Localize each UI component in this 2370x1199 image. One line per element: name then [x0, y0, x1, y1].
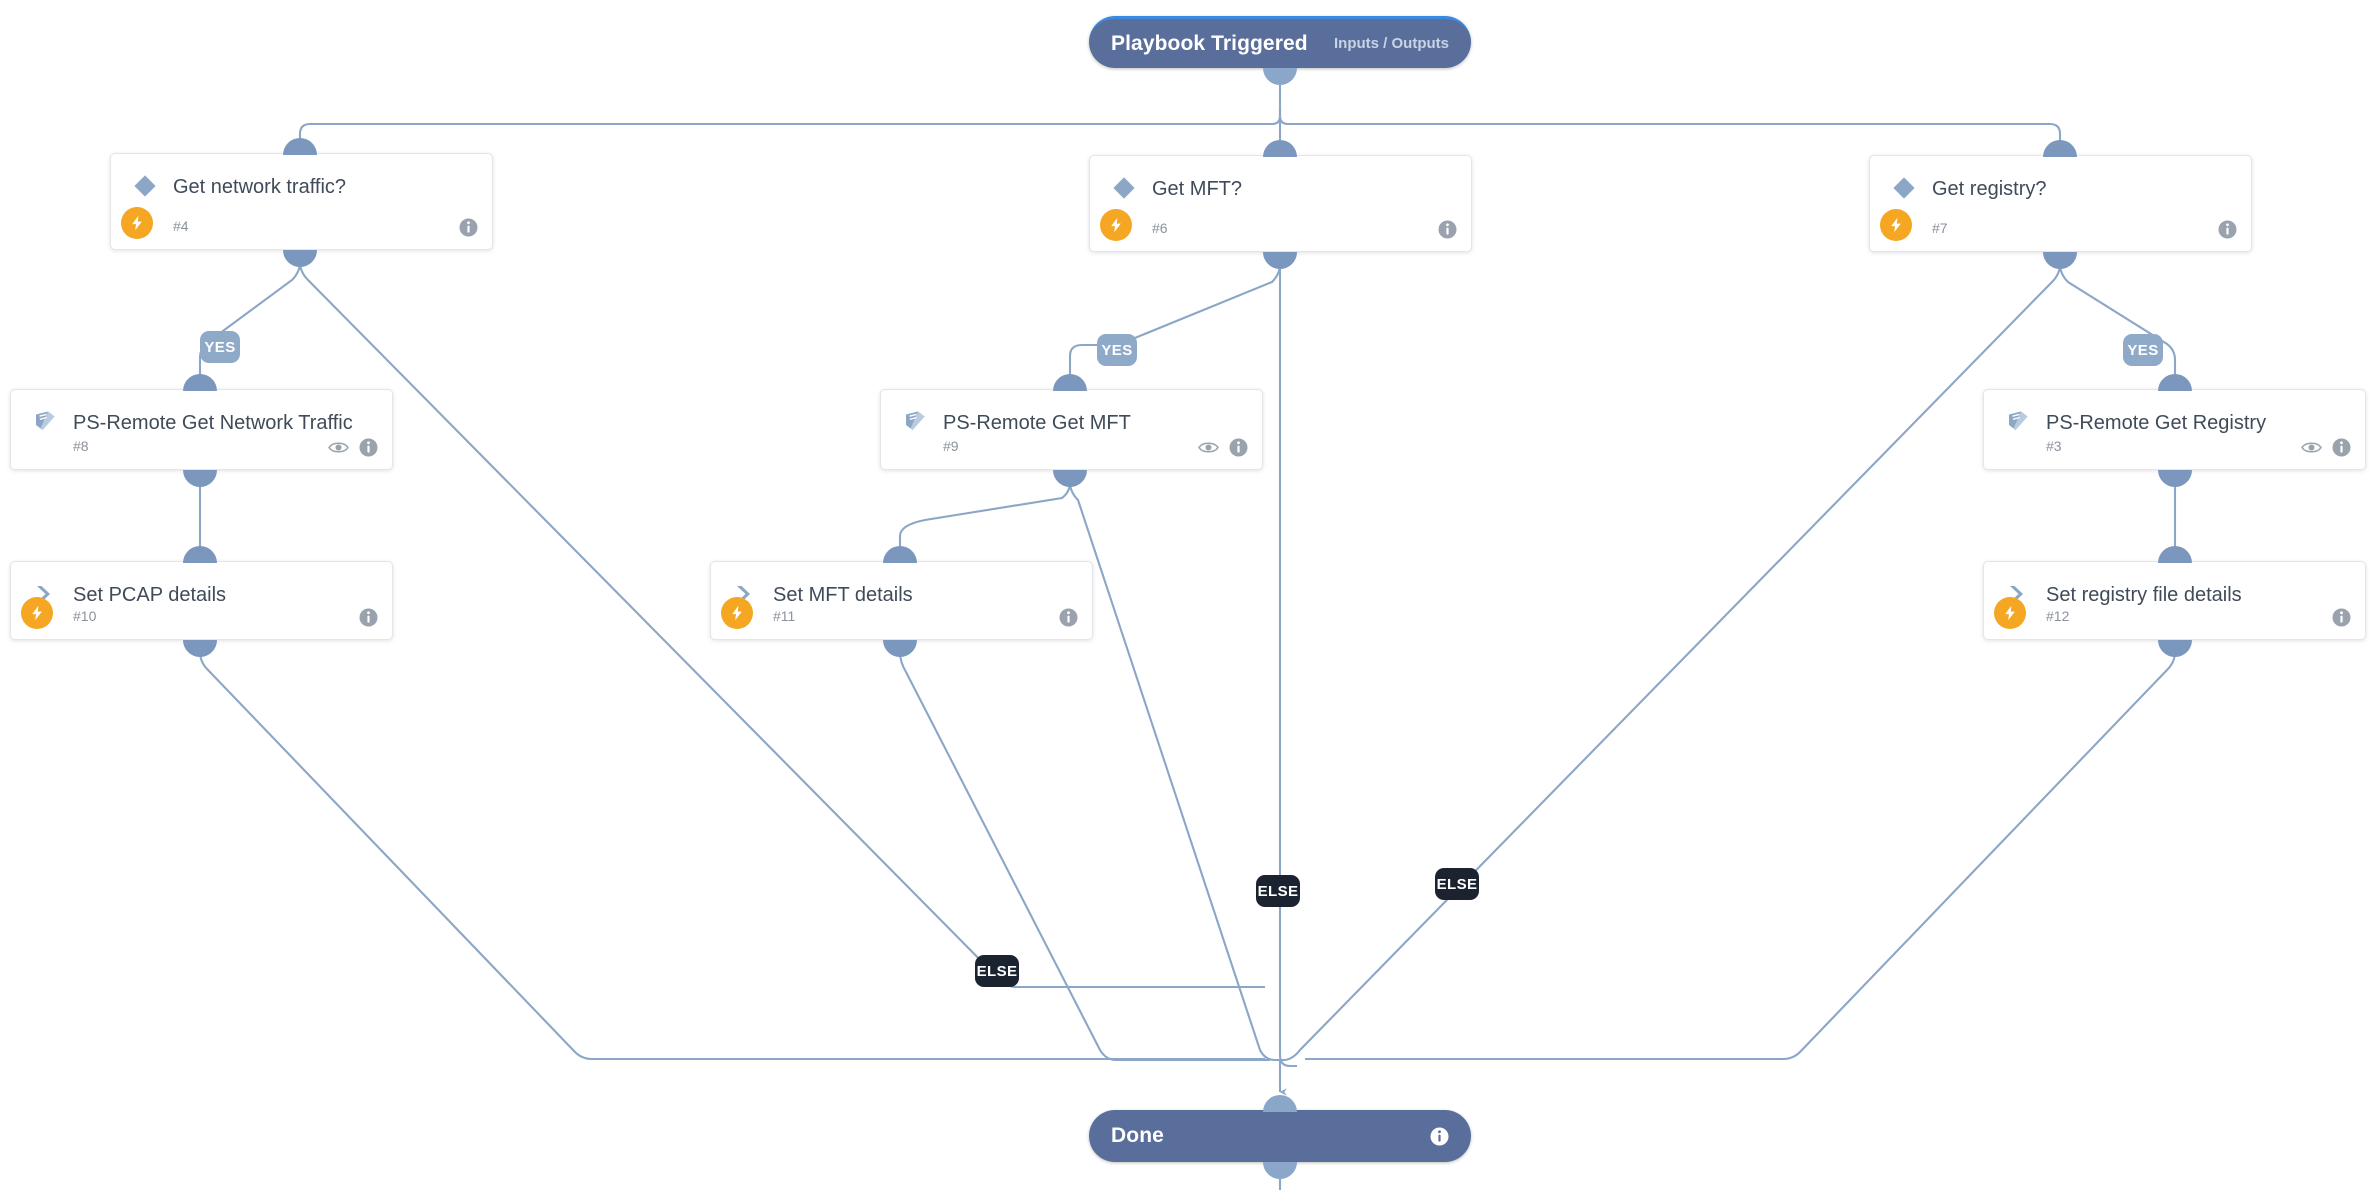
node-11-input-port[interactable] — [883, 546, 917, 563]
node-subplaybook-ps-remote-get-mft[interactable]: PS-Remote Get MFT #9 — [880, 389, 1263, 470]
node-10-input-port[interactable] — [183, 546, 217, 563]
node-8-output-port[interactable] — [183, 470, 217, 487]
info-icon[interactable] — [359, 438, 378, 457]
node-11-output-port[interactable] — [883, 640, 917, 657]
node-12-input-port[interactable] — [2158, 546, 2192, 563]
branch-label-else-node-6[interactable]: ELSE — [1256, 875, 1300, 907]
info-icon[interactable] — [359, 608, 378, 627]
book-icon — [31, 408, 59, 436]
done-output-port[interactable] — [1263, 1162, 1297, 1179]
branch-label-yes-node-4[interactable]: YES — [200, 331, 240, 363]
node-title: PS-Remote Get MFT — [943, 412, 1131, 434]
info-icon[interactable] — [2332, 608, 2351, 627]
info-icon[interactable] — [1438, 220, 1457, 239]
node-title: Set PCAP details — [73, 584, 227, 606]
diamond-icon — [1890, 174, 1918, 202]
node-subplaybook-ps-remote-get-network-traffic[interactable]: PS-Remote Get Network Traffic #8 — [10, 389, 393, 470]
info-icon[interactable] — [1059, 608, 1078, 627]
node-id: #12 — [2046, 608, 2070, 624]
info-icon[interactable] — [1430, 1127, 1449, 1146]
quick-action-bolt-icon[interactable] — [1100, 209, 1132, 241]
branch-label-else-node-7[interactable]: ELSE — [1435, 868, 1479, 900]
node-10-output-port[interactable] — [183, 640, 217, 657]
node-7-input-port[interactable] — [2043, 140, 2077, 157]
node-condition-get-registry[interactable]: Get registry? #7 — [1869, 155, 2252, 252]
node-title: PS-Remote Get Registry — [2046, 412, 2267, 434]
done-input-port[interactable] — [1263, 1095, 1297, 1112]
node-id: #7 — [1932, 220, 1948, 236]
node-id: #10 — [73, 608, 97, 624]
node-condition-get-mft[interactable]: Get MFT? #6 — [1089, 155, 1472, 252]
node-title: Get MFT? — [1152, 178, 1243, 200]
info-icon[interactable] — [1229, 438, 1248, 457]
quick-action-bolt-icon[interactable] — [121, 207, 153, 239]
node-title: PS-Remote Get Network Traffic — [73, 412, 353, 434]
info-icon[interactable] — [459, 218, 478, 237]
node-title: Get network traffic? — [173, 176, 347, 198]
node-3-input-port[interactable] — [2158, 374, 2192, 391]
node-3-output-port[interactable] — [2158, 470, 2192, 487]
eye-icon[interactable] — [1198, 440, 1219, 455]
diamond-icon — [1110, 174, 1138, 202]
node-4-output-port[interactable] — [283, 250, 317, 267]
node-id: #3 — [2046, 438, 2062, 454]
node-title: Get registry? — [1932, 178, 2047, 200]
node-9-output-port[interactable] — [1053, 470, 1087, 487]
node-title: Set registry file details — [2046, 584, 2242, 606]
done-title: Done — [1111, 1124, 1164, 1147]
node-id: #4 — [173, 218, 189, 234]
book-icon — [901, 408, 929, 436]
node-id: #9 — [943, 438, 959, 454]
book-icon — [2004, 408, 2032, 436]
node-7-output-port[interactable] — [2043, 252, 2077, 269]
node-id: #6 — [1152, 220, 1168, 236]
branch-label-yes-node-7[interactable]: YES — [2123, 334, 2163, 366]
node-9-input-port[interactable] — [1053, 374, 1087, 391]
node-12-output-port[interactable] — [2158, 640, 2192, 657]
quick-action-bolt-icon[interactable] — [1880, 209, 1912, 241]
done-node[interactable]: Done — [1089, 1110, 1471, 1162]
quick-action-bolt-icon[interactable] — [721, 597, 753, 629]
node-id: #11 — [773, 608, 796, 624]
node-4-input-port[interactable] — [283, 138, 317, 155]
node-8-input-port[interactable] — [183, 374, 217, 391]
branch-label-else-node-4[interactable]: ELSE — [975, 955, 1019, 987]
node-6-input-port[interactable] — [1263, 140, 1297, 157]
eye-icon[interactable] — [328, 440, 349, 455]
trigger-title: Playbook Triggered — [1111, 31, 1308, 55]
node-id: #8 — [73, 438, 89, 454]
trigger-inputs-outputs-link[interactable]: Inputs / Outputs — [1334, 35, 1449, 52]
branch-label-yes-node-6[interactable]: YES — [1097, 334, 1137, 366]
node-action-set-registry-file-details[interactable]: Set registry file details #12 — [1983, 561, 2366, 640]
quick-action-bolt-icon[interactable] — [21, 597, 53, 629]
quick-action-bolt-icon[interactable] — [1994, 597, 2026, 629]
node-action-set-pcap-details[interactable]: Set PCAP details #10 — [10, 561, 393, 640]
info-icon[interactable] — [2332, 438, 2351, 457]
eye-icon[interactable] — [2301, 440, 2322, 455]
playbook-trigger-node[interactable]: Playbook Triggered Inputs / Outputs — [1089, 16, 1471, 68]
info-icon[interactable] — [2218, 220, 2237, 239]
node-action-set-mft-details[interactable]: Set MFT details #11 — [710, 561, 1093, 640]
node-title: Set MFT details — [773, 584, 913, 606]
node-subplaybook-ps-remote-get-registry[interactable]: PS-Remote Get Registry #3 — [1983, 389, 2366, 470]
diamond-icon — [131, 172, 159, 200]
trigger-output-port[interactable] — [1263, 68, 1297, 85]
node-condition-get-network-traffic[interactable]: Get network traffic? #4 — [110, 153, 493, 250]
node-6-output-port[interactable] — [1263, 252, 1297, 269]
